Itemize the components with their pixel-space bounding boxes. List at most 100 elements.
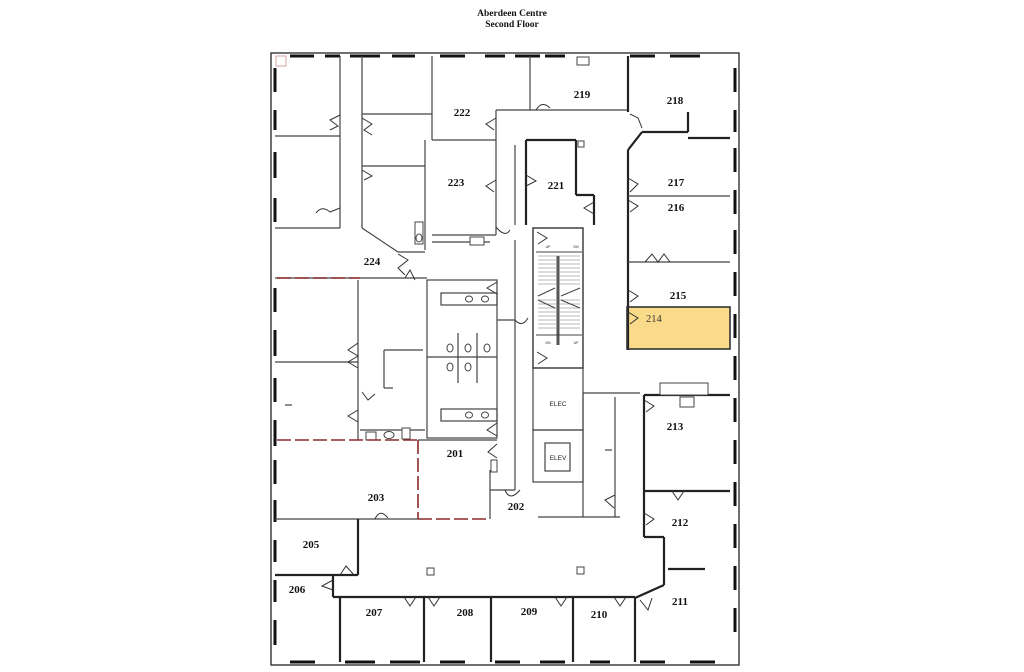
- label-216: 216: [668, 202, 685, 214]
- label-215: 215: [670, 290, 687, 302]
- label-208: 208: [457, 607, 474, 619]
- door-220: [485, 117, 497, 131]
- label-206: 206: [289, 584, 306, 596]
- door-218: [629, 113, 643, 129]
- restroom-fixtures: [446, 295, 491, 419]
- column-1: [426, 567, 435, 576]
- door-212-b: [643, 512, 655, 526]
- stairs-down-label-bottom: DN: [545, 341, 551, 345]
- sink-222: [469, 236, 485, 246]
- column-2: [576, 566, 585, 575]
- door-207: [403, 596, 417, 607]
- door-205: [339, 565, 355, 576]
- door-224: [347, 342, 359, 369]
- stairs-up-label-bottom: UP: [574, 341, 580, 345]
- stairwell: [532, 227, 584, 369]
- walls-224: [275, 277, 427, 440]
- corner-marker-tl: [275, 55, 287, 67]
- door-215: [627, 289, 639, 303]
- door-216: [627, 199, 639, 213]
- walls-top-left: [275, 56, 433, 253]
- door-212: [671, 490, 685, 501]
- building-outline: [270, 52, 740, 666]
- label-219: 219: [574, 89, 591, 101]
- door-stair-bottom: [536, 351, 548, 365]
- label-203: 203: [368, 492, 385, 504]
- sink-counter-213: [659, 382, 709, 396]
- label-205: 205: [303, 539, 320, 551]
- door-222-b: [495, 226, 511, 234]
- door-202: [504, 489, 521, 497]
- door-214: [627, 311, 639, 325]
- door-corridor: [604, 494, 616, 509]
- stairs-up-label-top: UP: [546, 245, 552, 249]
- door-restroom-top: [486, 281, 498, 295]
- sink-224: [365, 431, 377, 441]
- doors-top-left: [315, 114, 409, 276]
- door-223: [404, 268, 416, 281]
- door-219: [535, 104, 551, 111]
- stair-ladder-201: [490, 459, 498, 473]
- door-216-b: [644, 253, 671, 263]
- door-restroom-bottom: [486, 422, 498, 437]
- toilet-fixture-222: [414, 221, 424, 245]
- stairs-down-label-top: DN: [573, 245, 579, 249]
- walls-211: [633, 537, 705, 662]
- label-222: 223: [448, 177, 465, 189]
- label-207: 207: [366, 607, 383, 619]
- walls-bottom-offices: [333, 595, 635, 662]
- column-219: [576, 56, 590, 66]
- label-221: 221: [548, 180, 565, 192]
- label-211: 211: [672, 596, 688, 608]
- label-214[interactable]: 214: [646, 314, 663, 325]
- label-218: 218: [667, 95, 684, 107]
- label-209: 209: [521, 606, 538, 618]
- door-221: [525, 174, 538, 187]
- label-210: 210: [591, 609, 608, 621]
- walls-restrooms: [426, 279, 515, 439]
- door-224-b: [361, 391, 376, 401]
- walls-221: [524, 138, 596, 225]
- elec-label: ELEC: [550, 401, 567, 408]
- door-208: [427, 596, 441, 607]
- building-name: Aberdeen Centre: [477, 9, 547, 19]
- column-221: [577, 140, 585, 148]
- label-220: 222: [454, 107, 471, 119]
- walls-213-212: [642, 393, 730, 539]
- door-213: [643, 399, 655, 413]
- floor-plan-title: Aberdeen Centre Second Floor: [0, 9, 1024, 31]
- elec-elev-block: [532, 367, 584, 483]
- label-201: 201: [447, 448, 464, 460]
- toilet-bowl-222: [415, 233, 423, 243]
- walls-east-offices: [626, 131, 643, 350]
- door-restroom-side: [514, 317, 529, 324]
- door-209: [554, 596, 568, 607]
- walls-203-201: [275, 439, 515, 520]
- door-206: [320, 579, 334, 591]
- door-203: [374, 512, 389, 520]
- label-213: 213: [667, 421, 684, 433]
- door-221-b: [583, 201, 595, 215]
- door-stair-top: [536, 231, 548, 245]
- door-210: [613, 596, 627, 607]
- room-214-walls: [626, 306, 731, 350]
- label-202: 202: [508, 501, 525, 513]
- elev-label: ELEV: [550, 455, 567, 462]
- door-211: [639, 597, 653, 612]
- walls-218: [626, 56, 730, 140]
- red-walls: [277, 277, 490, 520]
- room-214-highlight[interactable]: [627, 307, 730, 349]
- sink-213: [679, 396, 695, 408]
- toilet-tank-224: [401, 427, 411, 440]
- label-212: 212: [672, 517, 689, 529]
- label-223: 224: [364, 256, 381, 268]
- door-217: [627, 177, 639, 193]
- door-201: [487, 443, 498, 459]
- floor-name: Second Floor: [485, 20, 539, 30]
- door-224-c: [347, 409, 359, 423]
- toilet-224: [383, 431, 395, 439]
- label-217: 217: [668, 177, 685, 189]
- door-222: [485, 179, 497, 193]
- corridor-partitions: [538, 392, 640, 518]
